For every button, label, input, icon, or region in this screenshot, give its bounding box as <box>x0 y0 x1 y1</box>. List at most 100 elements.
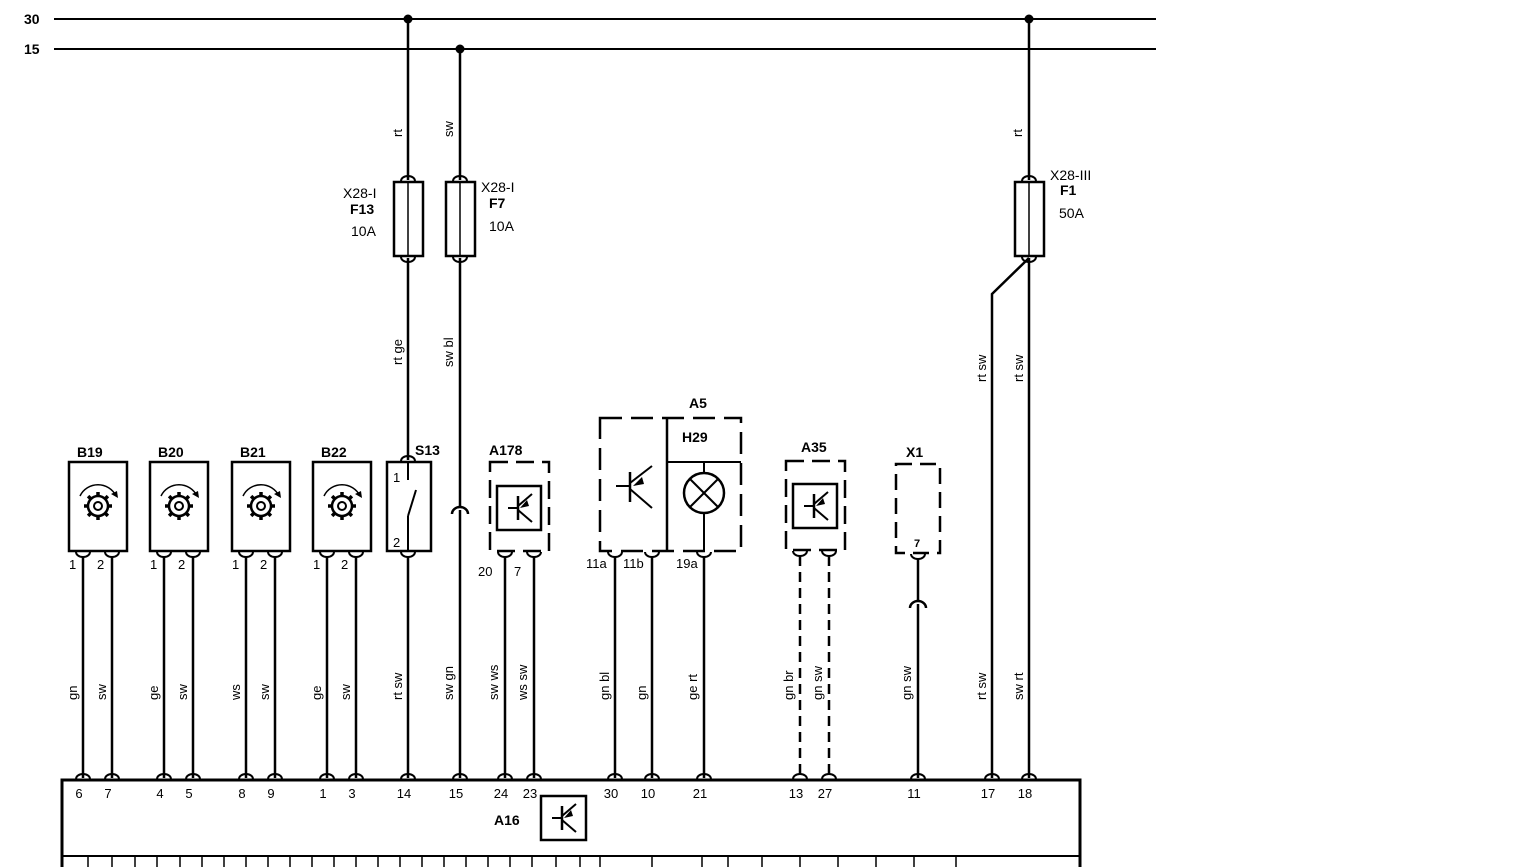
ecu-pin-label: 24 <box>494 786 508 801</box>
pin-label: 7 <box>514 564 521 579</box>
module-body <box>598 416 743 553</box>
ecu-pin-socket <box>644 773 660 780</box>
wire-label: gn br <box>781 670 796 700</box>
pin-label: 19a <box>676 556 698 571</box>
pin-label: 2 <box>260 557 267 572</box>
pin-label: 1 <box>69 557 76 572</box>
ecu-pin-label: 13 <box>789 786 803 801</box>
ecu-pin-label: 11 <box>907 786 921 801</box>
ecu-pin-socket <box>910 773 926 780</box>
wire-label: ge <box>146 686 161 700</box>
wire-label: gn <box>634 686 649 700</box>
pin-label: 11b <box>623 556 644 571</box>
wire-label: sw rt <box>1011 672 1026 700</box>
module-id-label: A178 <box>489 442 523 458</box>
wire-label: rt <box>390 129 405 137</box>
connector-id-label: X1 <box>906 444 923 460</box>
ecu-pin-label: 18 <box>1018 786 1032 801</box>
ecu-pin-label: 3 <box>348 786 355 801</box>
wire-label: gn sw <box>899 665 914 700</box>
ecu-pin-label: 7 <box>104 786 111 801</box>
rail-30: 30 <box>24 11 1156 27</box>
pin-label: 1 <box>150 557 157 572</box>
ecu-pin-socket <box>696 773 712 780</box>
module-id-label: A5 <box>689 395 707 411</box>
wire-label: sw <box>338 684 353 701</box>
fuse-id-label: F13 <box>350 201 374 217</box>
ecu-pin-socket <box>104 773 120 780</box>
switch-id-label: S13 <box>415 442 440 458</box>
wire-label: ge rt <box>685 674 700 700</box>
rail-15-label: 15 <box>24 41 40 57</box>
pin-label: 1 <box>232 557 239 572</box>
fuse-f7: sw X28-I F7 10A sw bl sw gn <box>441 49 515 778</box>
gear-icon <box>79 484 118 520</box>
wire-label: ws <box>228 684 243 701</box>
ecu-pin-socket <box>348 773 364 780</box>
transistor-icon <box>616 465 653 509</box>
ecu-pin-socket <box>452 773 468 780</box>
wire-label: rt sw <box>1011 354 1026 382</box>
pin-label: 7 <box>914 538 920 550</box>
module-a178: A178 20 7 sw ws ws sw <box>478 442 551 778</box>
fuse-id-label: F1 <box>1060 182 1077 198</box>
pin-label: 11a <box>586 556 607 571</box>
pin-label: 20 <box>478 564 492 579</box>
ecu-pin-socket <box>607 773 623 780</box>
fuse-block-label: X28-I <box>343 185 376 201</box>
ecu-pin-label: 1 <box>319 786 326 801</box>
connector-body <box>894 462 942 555</box>
wire-label: sw ws <box>486 664 501 700</box>
wire-label: sw gn <box>441 666 456 700</box>
wire-label: rt <box>1010 129 1025 137</box>
wire-label: sw <box>94 684 109 701</box>
ecu-pin-socket <box>1021 773 1037 780</box>
wire-label: rt sw <box>974 672 989 700</box>
ecu-pin-socket <box>400 773 416 780</box>
wire-label: rt ge <box>390 339 405 365</box>
transistor-icon <box>539 794 588 842</box>
wire-label: gn sw <box>810 665 825 700</box>
ecu-pin-socket <box>984 773 1000 780</box>
sensor-id-label: B21 <box>240 444 266 460</box>
rail-15: 15 <box>24 41 1156 57</box>
module-id-label: A35 <box>801 439 827 455</box>
switch-contact <box>407 489 417 517</box>
ecu-pin-socket <box>821 773 837 780</box>
ecu-pin-socket <box>156 773 172 780</box>
pin-label: 2 <box>178 557 185 572</box>
wire-label: ws sw <box>515 664 530 701</box>
ecu-pin-socket <box>267 773 283 780</box>
ecu-pin-label: 4 <box>156 786 163 801</box>
fuse-f13: rt X28-I F13 10A rt ge <box>343 19 425 460</box>
gear-icon <box>323 484 362 520</box>
ecu-pin-socket <box>319 773 335 780</box>
gear-icon <box>242 484 281 520</box>
wire-label: sw <box>175 684 190 701</box>
wire-label: ge <box>309 686 324 700</box>
wire-label: rt sw <box>974 354 989 382</box>
pin-label: 2 <box>341 557 348 572</box>
rail-30-label: 30 <box>24 11 40 27</box>
fuse-f1: rt X28-III F1 50A rt sw rt sw rt sw sw r… <box>974 19 1091 778</box>
fuse-block-label: X28-III <box>1050 167 1091 183</box>
switch-s13: S13 1 2 rt sw <box>385 442 440 778</box>
ecu-pin-label: 10 <box>641 786 655 801</box>
ecu-pin-socket <box>526 773 542 780</box>
module-a5: A5 H29 11a 11b 19a gn bl gn ge rt <box>586 395 743 778</box>
ecu-pin-label: 17 <box>981 786 995 801</box>
gear-icon <box>160 484 199 520</box>
ecu-pin-label: 8 <box>238 786 245 801</box>
ecu-pin-socket <box>497 773 513 780</box>
ecu-pin-label: 6 <box>75 786 82 801</box>
ecu-pin-label: 27 <box>818 786 832 801</box>
sensor-id-label: B19 <box>77 444 103 460</box>
ecu-pin-label: 14 <box>397 786 411 801</box>
ecu-pin-label: 5 <box>185 786 192 801</box>
pin-label: 2 <box>393 535 400 550</box>
fuse-rating-label: 10A <box>351 223 377 239</box>
wire-label: gn bl <box>597 672 612 700</box>
